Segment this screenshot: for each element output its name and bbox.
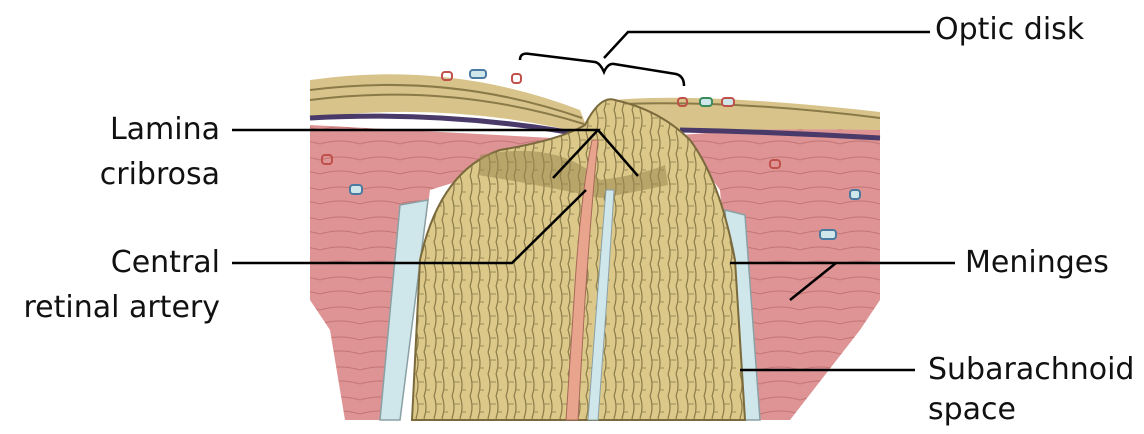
label-subarachnoid-space-line2: space [928,390,1016,430]
label-optic-disk: Optic disk [935,10,1084,50]
label-meninges: Meninges [965,243,1109,283]
label-lamina-cribrosa-line1: Lamina [60,110,220,150]
label-lamina-cribrosa-line2: cribrosa [60,155,220,195]
optic-disk-bracket [520,54,684,86]
label-central-retinal-artery-line1: Central [20,243,220,283]
label-subarachnoid-space-line1: Subarachnoid [928,350,1134,390]
label-central-retinal-artery-line2: retinal artery [0,288,220,328]
left-retina-layers [310,74,590,135]
